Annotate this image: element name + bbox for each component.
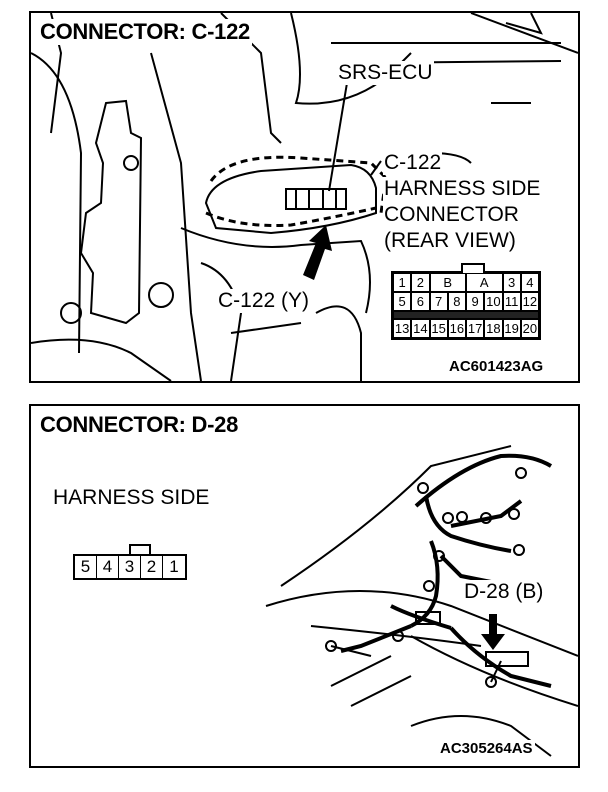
connector-c122-panel: CONNECTOR: C-122 SRS-ECU C-122 HARNESS S… <box>29 11 580 383</box>
pin-4: 4 <box>520 273 539 292</box>
pin-3: 3 <box>502 273 521 292</box>
pin-14: 14 <box>411 319 430 338</box>
pin-12: 12 <box>520 292 539 311</box>
harness-side-label: HARNESS SIDE <box>52 486 211 510</box>
pin-13: 13 <box>393 319 412 338</box>
figure-code-d28: AC305264AS <box>438 740 535 757</box>
harness-label-line-3: CONNECTOR <box>383 203 520 227</box>
panel-title-d28: CONNECTOR: D-28 <box>38 412 241 438</box>
pin-7: 7 <box>429 292 448 311</box>
pin-a: A <box>466 273 503 292</box>
pin-1: 1 <box>393 273 412 292</box>
harness-label-line-2: HARNESS SIDE <box>383 177 542 201</box>
d28-pin-3: 3 <box>119 556 141 578</box>
connector-callout-c122: C-122 (Y) <box>217 289 311 313</box>
vehicle-harness-illustration <box>265 445 578 757</box>
figure-code-c122: AC601423AG <box>447 358 546 375</box>
connector-d28-panel: CONNECTOR: D-28 HARNESS SIDE 5 4 3 2 1 D… <box>29 404 580 768</box>
pin-8: 8 <box>447 292 466 311</box>
d28-pin-5: 5 <box>75 556 97 578</box>
connector-callout-d28: D-28 (B) <box>463 580 545 604</box>
pin-11: 11 <box>502 292 521 311</box>
pin-2: 2 <box>411 273 430 292</box>
pin-18: 18 <box>484 319 503 338</box>
d28-pin-1: 1 <box>169 557 179 576</box>
harness-label-line-4: (REAR VIEW) <box>383 229 517 253</box>
pin-15: 15 <box>429 319 448 338</box>
connector-lock-bar <box>393 311 539 319</box>
pin-10: 10 <box>484 292 503 311</box>
pin-20: 20 <box>520 319 539 338</box>
d28-pin-4: 4 <box>97 556 119 578</box>
c122-connector-face: 1 2 B A 3 4 5 6 7 8 9 10 11 12 13 14 15 … <box>391 263 541 340</box>
srs-ecu-label: SRS-ECU <box>337 61 434 85</box>
pin-19: 19 <box>502 319 521 338</box>
pin-5: 5 <box>393 292 412 311</box>
pin-9: 9 <box>466 292 485 311</box>
panel-title-c122: CONNECTOR: C-122 <box>38 19 252 45</box>
pin-6: 6 <box>411 292 430 311</box>
pin-16: 16 <box>447 319 466 338</box>
pin-17: 17 <box>466 319 485 338</box>
d28-connector-face: 5 4 3 2 1 <box>73 544 187 580</box>
srs-ecu-illustration <box>31 13 578 381</box>
pin-b: B <box>429 273 466 292</box>
harness-label-line-1: C-122 <box>383 151 443 175</box>
d28-pin-2: 2 <box>141 556 163 578</box>
